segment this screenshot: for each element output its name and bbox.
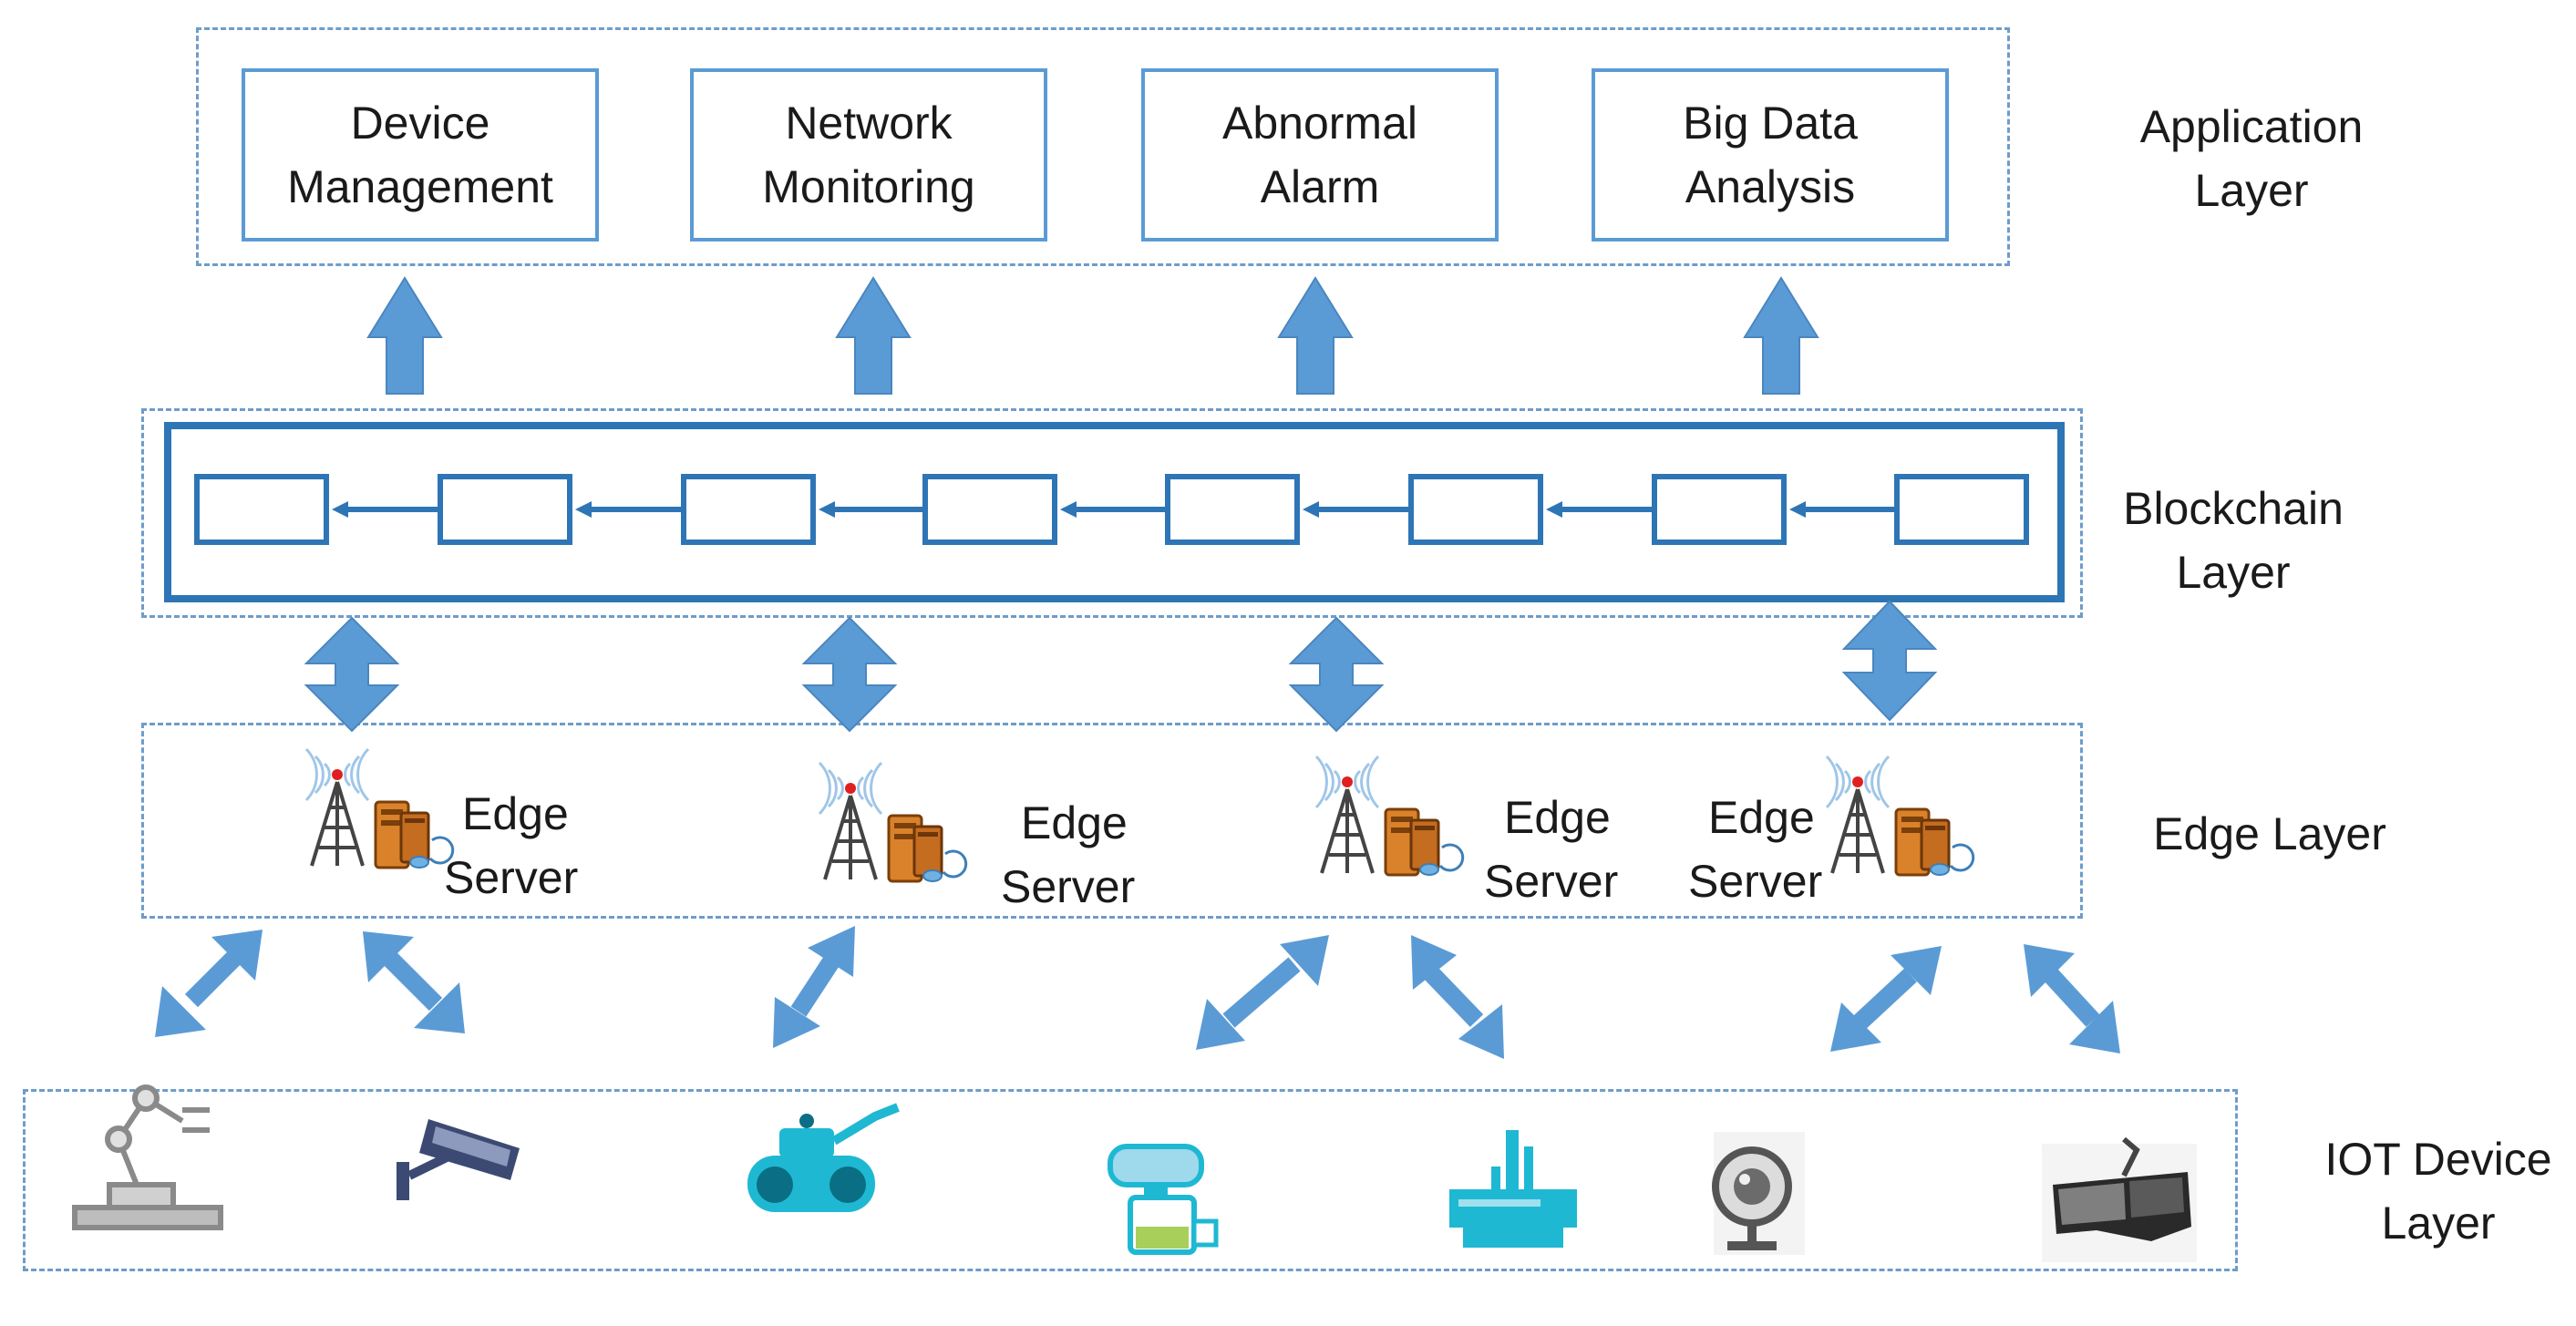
device-link-head <box>1280 935 1329 986</box>
tracked-robot-icon <box>747 1103 900 1212</box>
webcam-icon <box>1712 1132 1805 1255</box>
chain-link-head <box>1789 501 1806 518</box>
double-arrow <box>304 616 400 733</box>
chain-block <box>922 474 1057 545</box>
industrial-machine-icon <box>1449 1130 1577 1248</box>
app-box-line1: Device <box>350 98 490 149</box>
chain-block <box>681 474 816 545</box>
chain-link-head <box>1060 501 1077 518</box>
iot-device-layer-container <box>23 1089 2238 1271</box>
label-line1: Blockchain <box>2123 483 2344 534</box>
edge-label-line1: Edge <box>1504 792 1611 843</box>
blockchain-layer-label: Blockchain Layer <box>2097 477 2370 604</box>
up-arrow <box>835 276 912 395</box>
chain-link-head <box>575 501 592 518</box>
double-arrow <box>1288 616 1385 733</box>
label-line2: Layer <box>2176 547 2291 598</box>
device-link-arrow <box>2044 969 2100 1027</box>
up-arrow <box>1743 276 1819 395</box>
chain-block <box>194 474 329 545</box>
robot-arm-icon <box>72 1084 223 1230</box>
abnormal-alarm-box: Abnormal Alarm <box>1141 68 1499 242</box>
chain-block <box>1165 474 1300 545</box>
device-link-head <box>1458 1004 1504 1059</box>
up-arrow <box>366 276 443 395</box>
device-link-head <box>2069 1001 2120 1054</box>
app-box-line2: Analysis <box>1685 161 1856 212</box>
iot-device-layer-label: IOT Device Layer <box>2306 1127 2571 1255</box>
chain-block <box>1894 474 2029 545</box>
device-link-head <box>2024 944 2075 997</box>
chain-block <box>1652 474 1787 545</box>
chain-link-head <box>1546 501 1562 518</box>
edge-server-label: Edge Server <box>1001 791 1135 919</box>
device-link-head <box>1411 935 1457 990</box>
device-link-head <box>808 926 855 977</box>
edge-layer-container <box>141 723 2083 919</box>
app-box-line1: Network <box>785 98 953 149</box>
label-line2: Layer <box>2194 165 2309 216</box>
label-line1: IOT Device <box>2324 1134 2552 1185</box>
application-layer-label: Application Layer <box>2101 95 2402 222</box>
vr-headset-icon <box>2042 1136 2197 1262</box>
device-link-arrow <box>1424 967 1484 1027</box>
blockchain-layer-container <box>141 408 2083 618</box>
device-link-head <box>414 982 465 1033</box>
edge-label-line2: Server <box>1688 856 1823 907</box>
double-arrow <box>801 616 898 733</box>
device-link-head <box>1196 999 1245 1050</box>
app-box-line2: Alarm <box>1260 161 1380 212</box>
chain-block <box>1408 474 1543 545</box>
edge-server-label: Edge Server <box>1688 786 1822 913</box>
chain-block <box>438 474 572 545</box>
device-link-arrow <box>790 956 840 1017</box>
surveillance-camera-icon <box>397 1119 520 1200</box>
device-link-head <box>211 930 263 981</box>
device-link-arrow <box>1853 968 1917 1030</box>
edge-label-line1: Edge <box>1708 792 1815 843</box>
device-link-head <box>363 931 414 982</box>
label-line1: Edge Layer <box>2153 808 2386 859</box>
device-link-arrow <box>184 950 242 1008</box>
edge-server-icon <box>818 761 968 883</box>
device-link-arrow <box>1222 957 1301 1028</box>
edge-server-icon <box>1825 755 1975 877</box>
edge-label-line2: Server <box>1001 861 1136 912</box>
device-link-arrow <box>383 951 443 1012</box>
chain-link-head <box>819 501 835 518</box>
service-robot-icon <box>1108 1144 1219 1255</box>
edge-layer-label: Edge Layer <box>2124 802 2416 866</box>
edge-server-label: Edge Server <box>1484 786 1618 913</box>
chain-link-head <box>332 501 348 518</box>
edge-label-line2: Server <box>444 852 579 903</box>
device-link-head <box>773 997 820 1048</box>
up-arrow <box>1277 276 1354 395</box>
device-link-head <box>1891 946 1942 995</box>
device-link-head <box>155 986 206 1037</box>
device-management-box: Device Management <box>242 68 599 242</box>
chain-links <box>332 501 1894 518</box>
app-box-line2: Management <box>287 161 553 212</box>
big-data-analysis-box: Big Data Analysis <box>1592 68 1949 242</box>
edge-server-label: Edge Server <box>444 782 578 910</box>
device-link-head <box>1830 1002 1881 1052</box>
app-box-line1: Abnormal <box>1222 98 1417 149</box>
edge-label-line1: Edge <box>1021 797 1128 848</box>
chain-link-head <box>1303 501 1319 518</box>
label-line2: Layer <box>2381 1198 2496 1249</box>
edge-label-line2: Server <box>1484 856 1619 907</box>
label-line1: Application <box>2139 101 2364 152</box>
network-monitoring-box: Network Monitoring <box>690 68 1047 242</box>
blockchain-frame <box>164 422 2065 602</box>
edge-server-icon <box>304 747 455 869</box>
app-box-line2: Monitoring <box>762 161 975 212</box>
application-layer-container <box>196 27 2010 266</box>
double-arrow <box>1841 600 1938 722</box>
edge-server-icon <box>1314 755 1465 877</box>
edge-label-line1: Edge <box>462 788 569 839</box>
app-box-line1: Big Data <box>1683 98 1858 149</box>
